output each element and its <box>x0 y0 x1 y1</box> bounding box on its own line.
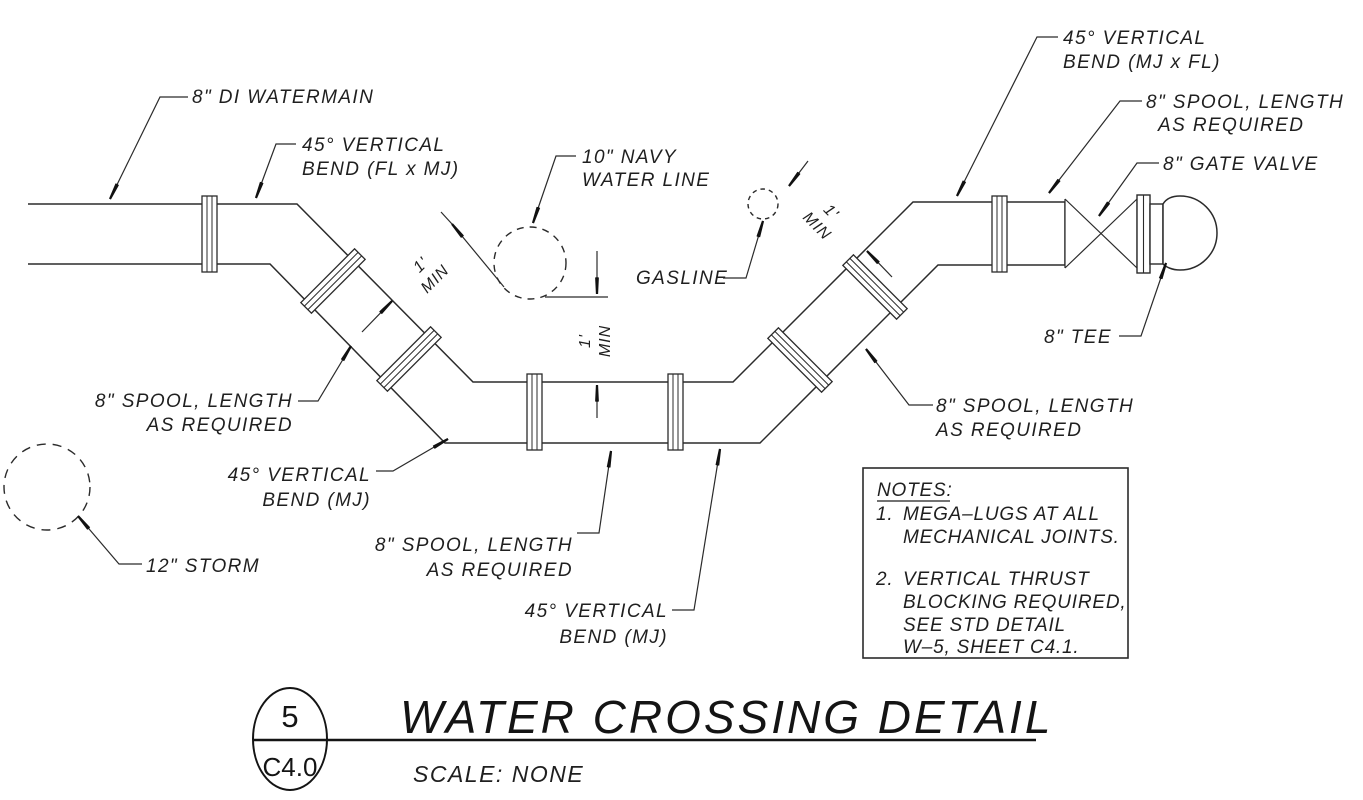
leader-watermain <box>108 96 188 200</box>
label-bend-mj-bottom-line1: 45° VERTICAL <box>525 601 668 622</box>
leader-spool-right <box>865 348 933 406</box>
leader-bend-fl-mj <box>254 143 296 199</box>
leader-bend-mj-bottom <box>672 448 722 611</box>
note-2-line4: W–5, SHEET C4.1. <box>903 637 1079 658</box>
detail-number: 5 <box>281 699 298 734</box>
label-gasline: GASLINE <box>636 268 728 289</box>
label-bend-mj-bottom-line2: BEND (MJ) <box>559 627 668 648</box>
note-1-line2: MECHANICAL JOINTS. <box>903 527 1120 548</box>
gasline-circle <box>747 188 779 220</box>
navy-water-line-circle <box>493 226 567 300</box>
label-bend-fl-mj-line2: BEND (FL x MJ) <box>302 159 460 180</box>
label-navy-line1: 10" NAVY <box>582 147 677 168</box>
flange-joint <box>667 373 684 451</box>
label-watermain: 8" DI WATERMAIN <box>192 87 374 108</box>
label-gate-valve: 8" GATE VALVE <box>1163 154 1319 175</box>
leader-storm <box>77 515 142 565</box>
gate-valve-symbol <box>1064 198 1138 269</box>
flange-joint <box>841 253 909 321</box>
note-2-line2: BLOCKING REQUIRED, <box>903 592 1126 613</box>
label-storm: 12" STORM <box>146 556 260 577</box>
label-spool-top-right-line2: AS REQUIRED <box>1157 115 1304 136</box>
label-spool-bottom-line2: AS REQUIRED <box>426 560 573 581</box>
label-spool-left-line2: AS REQUIRED <box>146 415 293 436</box>
label-spool-right-line2: AS REQUIRED <box>935 420 1082 441</box>
notes-heading: NOTES: <box>877 480 953 501</box>
dimension-vertical-clearance: 1' MIN <box>545 251 614 418</box>
leader-bend-mj-fl <box>955 36 1058 197</box>
leader-bend-mj-left <box>376 438 449 472</box>
dim-text-feet: 1' <box>577 334 594 348</box>
leader-spool-top-right <box>1048 100 1142 194</box>
label-navy-line2: WATER LINE <box>582 170 710 191</box>
detail-scale: SCALE: NONE <box>413 761 584 787</box>
dim-text-min: MIN <box>597 325 614 357</box>
leader-gasline <box>723 220 765 279</box>
note-2-line3: SEE STD DETAIL <box>903 615 1066 636</box>
note-2-num: 2. <box>875 569 893 590</box>
label-spool-top-right-line1: 8" SPOOL, LENGTH <box>1146 92 1344 113</box>
flange-joint <box>766 326 834 394</box>
label-bend-mj-left-line1: 45° VERTICAL <box>228 465 371 486</box>
note-2-line1: VERTICAL THRUST <box>903 569 1090 590</box>
storm-pipe-circle <box>3 443 91 531</box>
label-bend-mj-fl-line1: 45° VERTICAL <box>1063 28 1206 49</box>
tee-cap-symbol <box>1149 195 1218 271</box>
flange-joint <box>201 195 218 273</box>
leader-gate-valve <box>1098 162 1159 217</box>
label-bend-mj-fl-line2: BEND (MJ x FL) <box>1063 52 1221 73</box>
label-spool-bottom-line1: 8" SPOOL, LENGTH <box>375 535 573 556</box>
leader-spool-left <box>298 345 352 402</box>
leader-navy <box>531 155 576 224</box>
leader-spool-bottom <box>577 450 613 534</box>
leader-tee <box>1119 262 1168 337</box>
valve-flange <box>1136 194 1151 274</box>
note-1-num: 1. <box>876 504 893 525</box>
label-spool-right-line1: 8" SPOOL, LENGTH <box>936 396 1134 417</box>
flange-joint <box>526 373 543 451</box>
flange-joint <box>375 325 443 393</box>
note-1-line1: MEGA–LUGS AT ALL <box>903 504 1100 525</box>
leader-lines <box>77 36 1168 611</box>
flange-joint <box>991 195 1008 273</box>
label-bend-fl-mj-line1: 45° VERTICAL <box>302 135 445 156</box>
flange-joint <box>299 247 367 315</box>
label-tee: 8" TEE <box>1044 327 1112 348</box>
detail-title: WATER CROSSING DETAIL <box>400 691 1053 743</box>
label-spool-left-line1: 8" SPOOL, LENGTH <box>95 391 293 412</box>
label-bend-mj-left-line2: BEND (MJ) <box>262 490 371 511</box>
notes-box: NOTES: 1. MEGA–LUGS AT ALL MECHANICAL JO… <box>862 467 1129 659</box>
sheet-number: C4.0 <box>263 752 318 782</box>
